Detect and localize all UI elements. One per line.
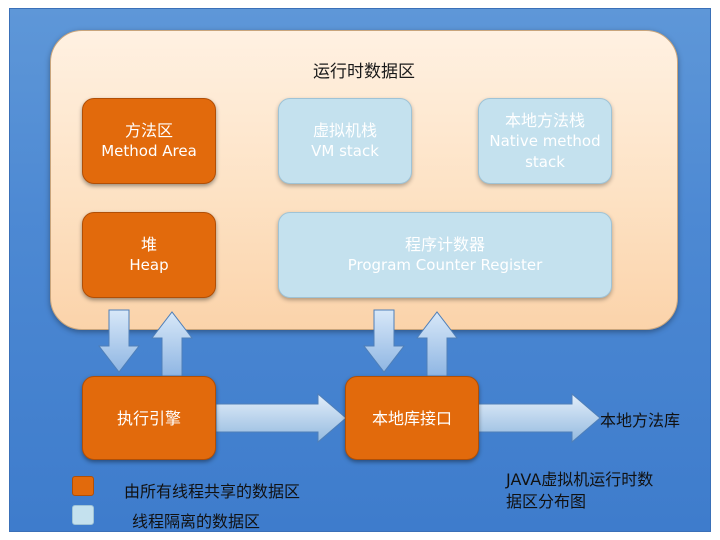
program-counter-register-box: 程序计数器 Program Counter Register — [278, 212, 612, 298]
method-area-label-en: Method Area — [101, 142, 197, 160]
vm-stack-label-zh: 虚拟机栈 — [312, 121, 377, 140]
interface-to-register-arrow — [415, 311, 459, 377]
native-method-stack-label-zh: 本地方法栈 — [504, 110, 585, 130]
engine-to-heap-arrow — [150, 311, 194, 377]
execution-engine-label: 执行引擎 — [116, 408, 181, 428]
native-method-stack-box: 本地方法栈 Native method stack — [478, 98, 612, 184]
native-method-library-label: 本地方法库 — [600, 411, 681, 430]
heap-label-en: Heap — [129, 256, 169, 274]
program-counter-register-label-en: Program Counter Register — [347, 256, 543, 274]
program-counter-register-label-zh: 程序计数器 — [404, 235, 485, 254]
register-to-interface-arrow — [362, 309, 406, 373]
legend-shared-label: 由所有线程共享的数据区 — [124, 482, 301, 501]
method-area-label-zh: 方法区 — [124, 121, 173, 140]
interface-to-library-arrow — [477, 392, 601, 444]
diagram-caption-line1: JAVA虚拟机运行时数 — [506, 470, 654, 489]
heap-label-zh: 堆 — [140, 235, 157, 254]
legend-isolated-swatch — [72, 505, 94, 525]
engine-to-interface-arrow — [215, 392, 347, 444]
legend-shared-swatch — [72, 476, 94, 496]
heap-to-engine-arrow — [97, 309, 141, 373]
execution-engine-box: 执行引擎 — [82, 376, 216, 460]
runtime-data-area-title: 运行时数据区 — [313, 62, 415, 82]
method-area-box: 方法区 Method Area — [82, 98, 216, 184]
vm-stack-box: 虚拟机栈 VM stack — [278, 98, 412, 184]
native-method-stack-label-en-line1: Native method — [489, 131, 601, 150]
vm-stack-label-en: VM stack — [311, 142, 379, 160]
native-library-interface-label: 本地库接口 — [371, 408, 452, 428]
diagram-caption-line2: 据区分布图 — [506, 492, 587, 511]
heap-box: 堆 Heap — [82, 212, 216, 298]
native-method-stack-label-en-line2: stack — [525, 152, 565, 171]
native-library-interface-box: 本地库接口 — [345, 376, 479, 460]
legend-isolated-label: 线程隔离的数据区 — [132, 512, 261, 531]
